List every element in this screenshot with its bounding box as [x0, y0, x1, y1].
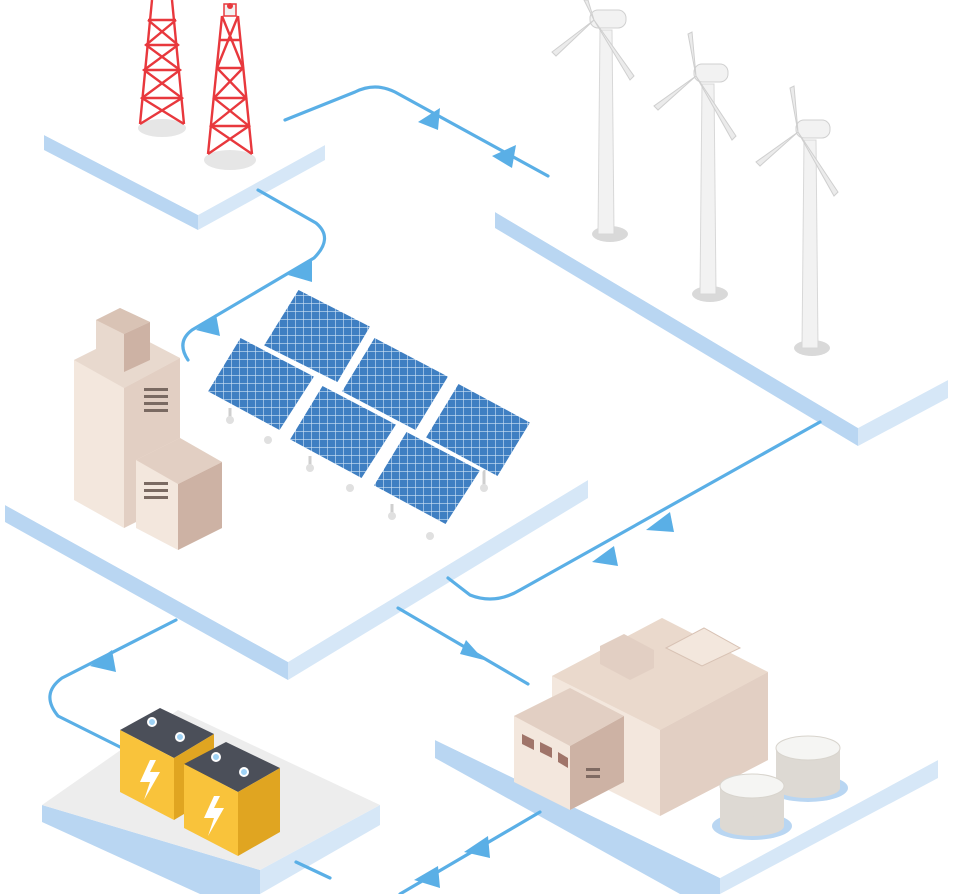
solar-panel-icon [369, 428, 485, 540]
transmission-tower-icon [204, 3, 256, 170]
arrow-icon [492, 145, 516, 168]
arrow-icon [90, 650, 116, 672]
solar-panel-icon [203, 334, 319, 444]
wind-turbine-icon [653, 31, 737, 302]
tank-icon [768, 735, 848, 802]
flow-solar-to-factory [396, 606, 530, 686]
battery-bolt-icon [184, 742, 280, 856]
arrow-icon [196, 314, 220, 336]
factory-icon [514, 618, 768, 816]
arrow-icon [646, 512, 674, 532]
flow-wind-to-towers [283, 85, 550, 178]
solar-panel-icon [421, 380, 535, 492]
wind-turbine-icon [551, 0, 635, 242]
building-icon [74, 308, 222, 550]
tank-icon [712, 773, 792, 840]
platform-towers [44, 65, 325, 230]
flow-solar-to-battery [48, 618, 178, 750]
solar-panel-icon [285, 382, 401, 492]
solar-farm [203, 286, 535, 540]
arrow-icon [288, 260, 312, 282]
flow-battery-out [294, 860, 332, 880]
arrow-icon [592, 546, 618, 566]
storage-tanks [712, 735, 848, 840]
arrow-icon [414, 866, 440, 888]
flow-wind-to-solar [446, 420, 822, 601]
flow-towers-to-solar [181, 188, 327, 362]
arrow-icon [460, 640, 484, 660]
arrow-icon [418, 108, 440, 130]
wind-turbine-icon [755, 85, 839, 356]
battery-storage [120, 708, 280, 856]
flow-arrows [90, 108, 674, 888]
arrow-icon [464, 836, 490, 858]
transmission-tower-icon [138, 0, 186, 137]
